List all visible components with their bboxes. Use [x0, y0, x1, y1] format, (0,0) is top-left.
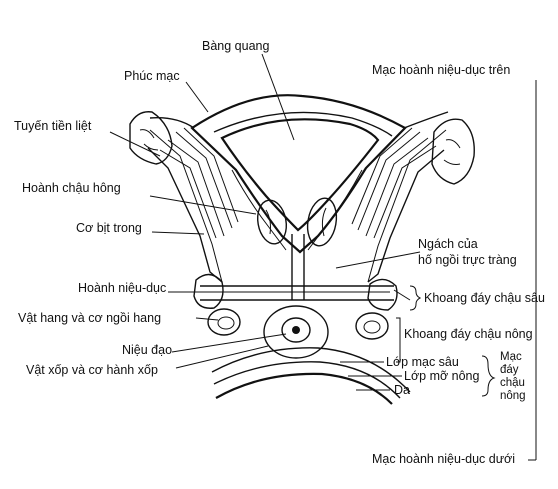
label-bang-quang: Bàng quang	[202, 39, 269, 53]
label-co-bit-trong: Cơ bịt trong	[76, 221, 142, 235]
label-ngach-1: Ngách của	[418, 237, 478, 251]
pelvic-bone-left	[130, 112, 172, 164]
ischial-body-right	[368, 279, 397, 310]
corpus-cavernosum-right	[356, 313, 388, 339]
label-khoang-sau: Khoang đáy chậu sâu	[424, 291, 545, 305]
label-lop-mac-sau: Lớp mạc sâu	[386, 355, 459, 369]
pelvic-bone-right	[432, 119, 474, 184]
superficial-fat-layer	[214, 362, 400, 398]
label-mac-day-chau-nong-2: đáy	[500, 364, 519, 376]
label-ngach-2: hố ngồi trực tràng	[418, 253, 517, 267]
bladder-inner	[222, 119, 378, 230]
label-lop-mo-nong: Lớp mỡ nông	[404, 369, 480, 383]
label-mac-hoanh-duoi: Mạc hoành niệu-dục dưới	[372, 452, 515, 466]
label-mac-day-chau-nong-3: chậu	[500, 377, 525, 389]
label-nieu-dao: Niệu đạo	[122, 343, 172, 357]
peritoneum-line	[150, 118, 194, 128]
label-khoang-nong: Khoang đáy chậu nông	[404, 327, 533, 341]
label-tuyen-tien-liet: Tuyến tiền liệt	[14, 119, 92, 133]
skin-layer	[216, 374, 392, 404]
labels: Bàng quang Phúc mạc Tuyến tiền liệt Hoàn…	[14, 39, 545, 466]
label-hoanh-chau-hong: Hoành chậu hông	[22, 181, 121, 195]
corpus-cavernosum-left	[208, 309, 240, 335]
label-vat-hang: Vật hang và cơ ngồi hang	[18, 311, 161, 325]
label-vat-xop: Vật xốp và cơ hành xốp	[26, 363, 158, 377]
ischial-body-left	[194, 274, 223, 308]
label-mac-day-chau-nong-1: Mạc	[500, 351, 522, 363]
pelvic-wall-left	[148, 148, 222, 282]
label-hoanh-nieu-duc: Hoành niệu-dục	[78, 281, 166, 295]
label-da: Da	[394, 383, 410, 397]
label-phuc-mac: Phúc mạc	[124, 69, 180, 83]
label-mac-day-chau-nong-4: nông	[500, 390, 526, 402]
label-mac-hoanh-tren: Mạc hoành niệu-dục trên	[372, 63, 510, 77]
